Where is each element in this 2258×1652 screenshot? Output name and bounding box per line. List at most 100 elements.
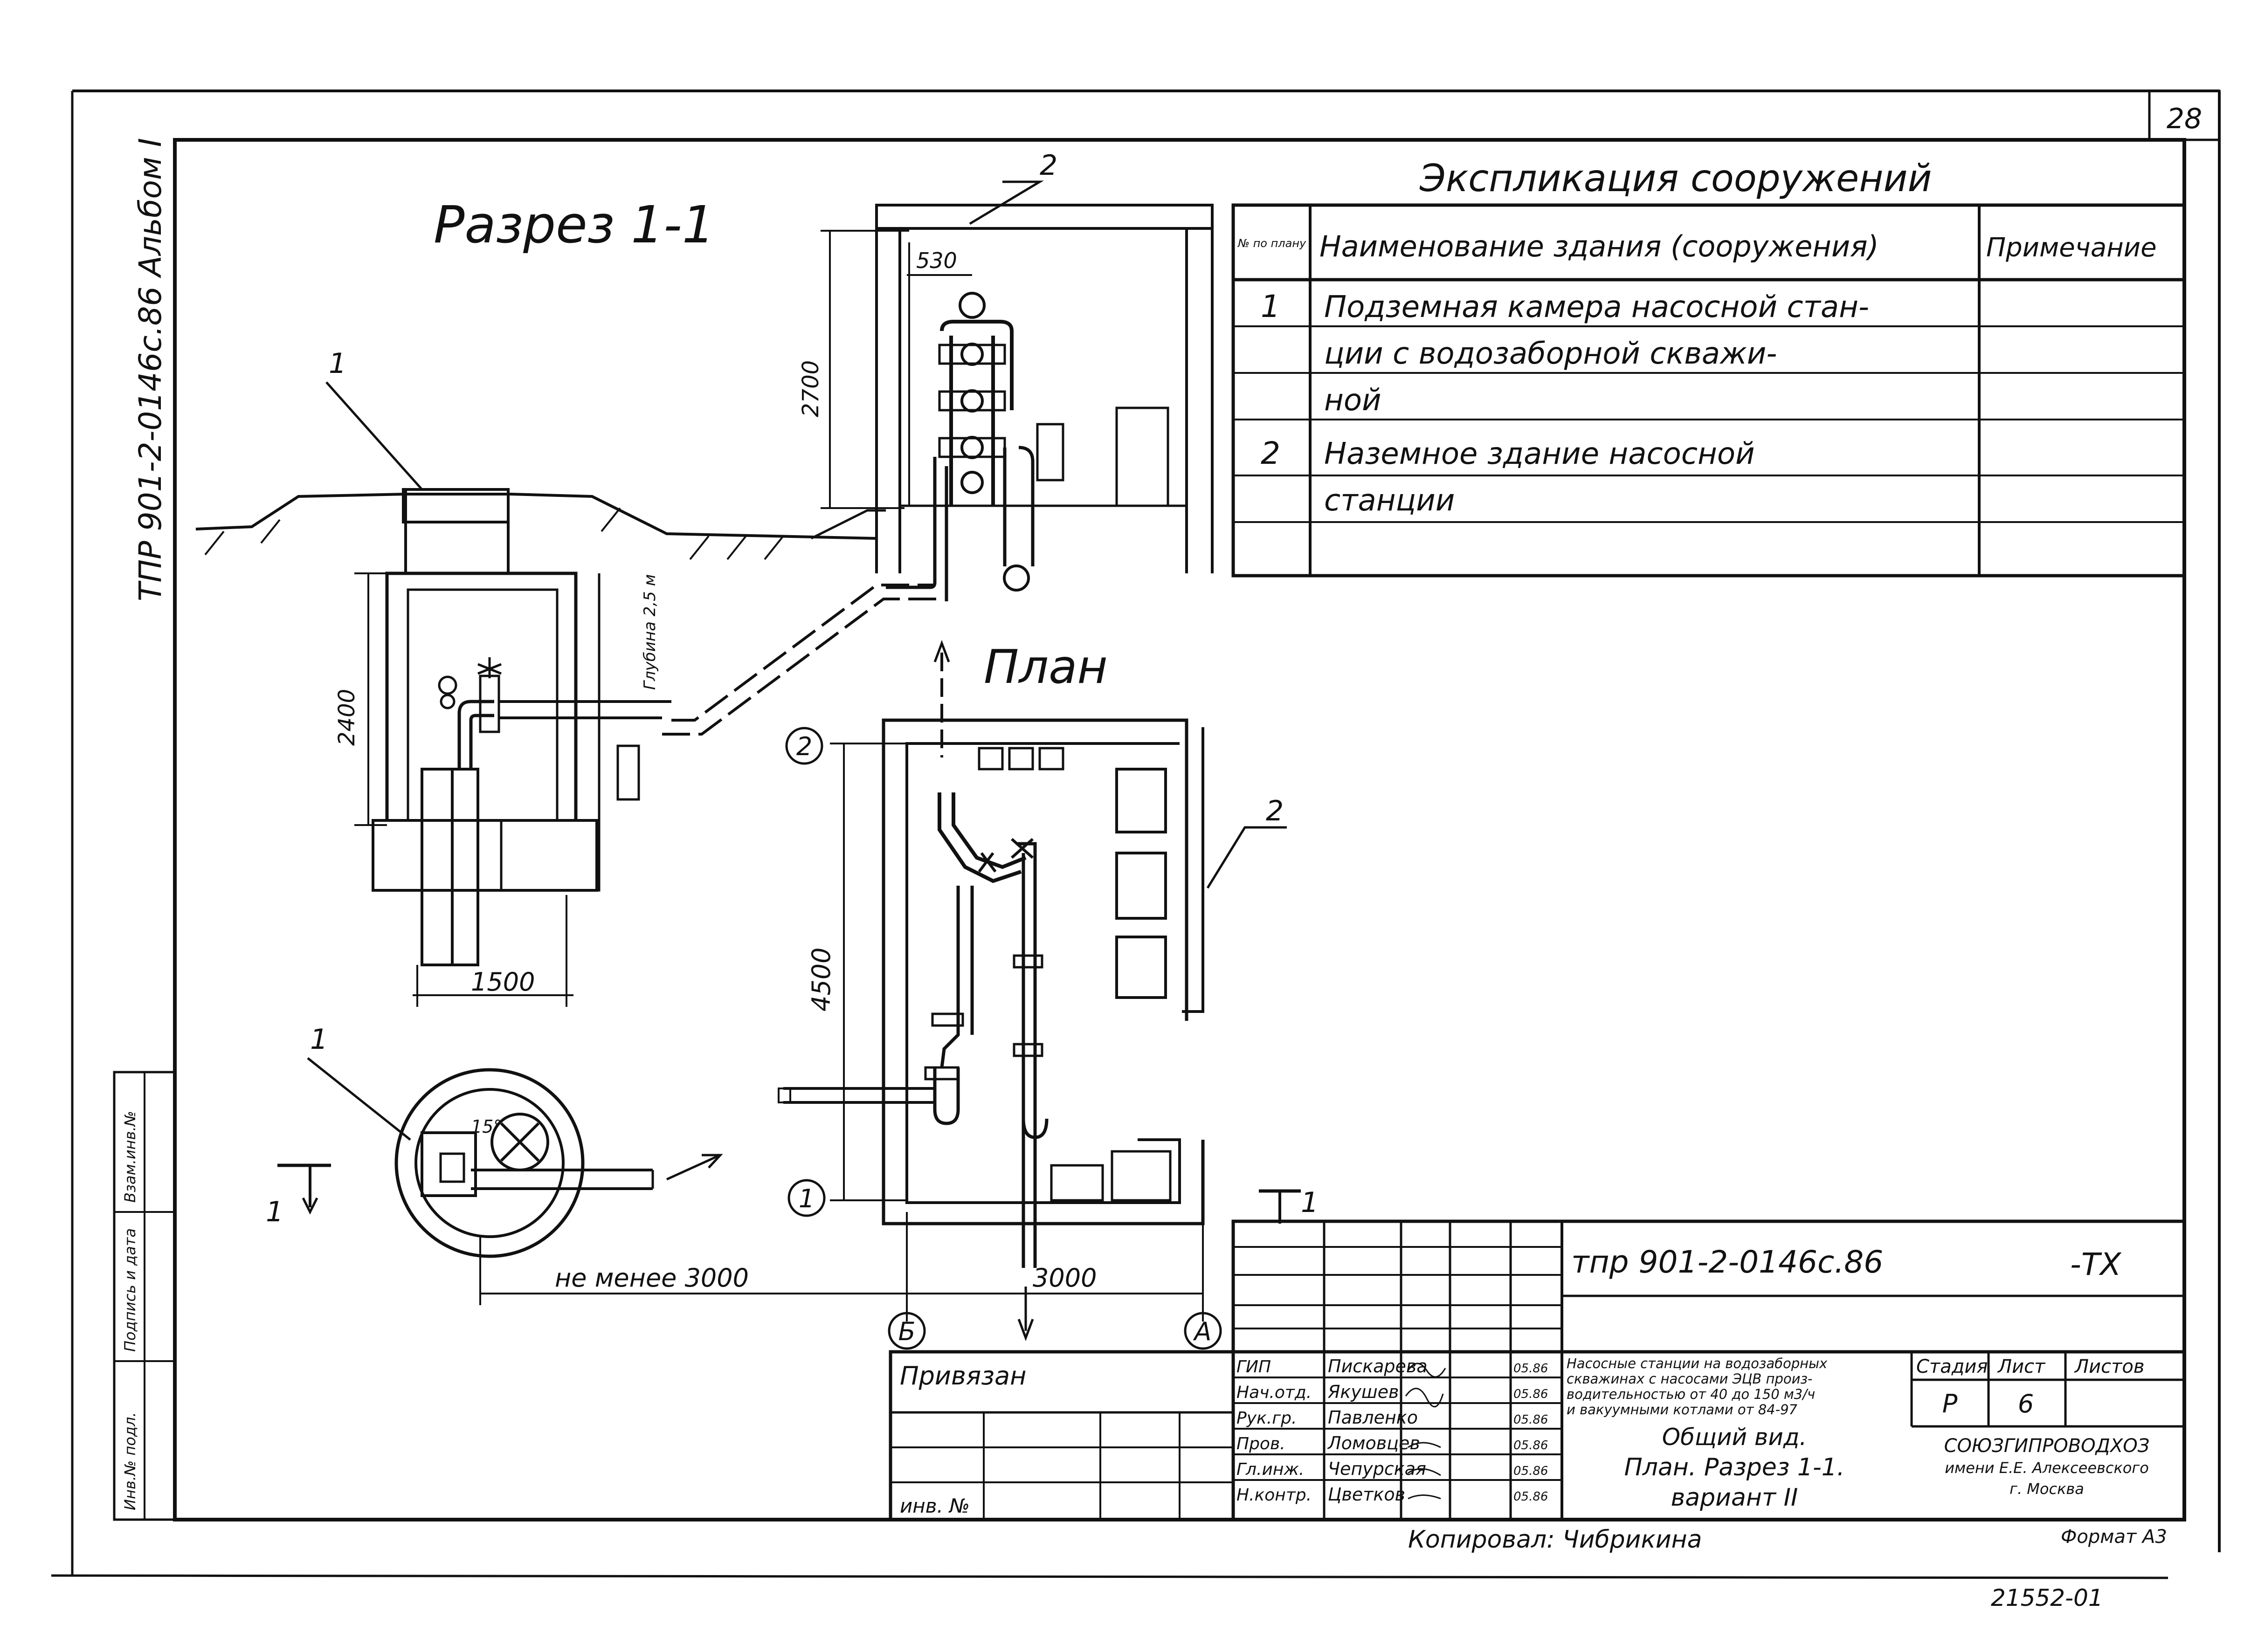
dim-min-3000: не менее 3000 <box>555 1263 749 1293</box>
explication-row-name: ции с водозаборной скважи- <box>1324 337 1777 371</box>
callout-leader-plan-1 <box>307 1057 411 1141</box>
explication-header-num: № по плану <box>1237 237 1306 250</box>
pump-house-section <box>810 204 1214 573</box>
stage-label: Стадия <box>1916 1356 1988 1377</box>
role-name: Чепурская <box>1328 1459 1426 1479</box>
sheet-title-line: План. Разрез 1-1. <box>1624 1453 1845 1481</box>
plan-title: План <box>984 640 1108 694</box>
plan-building <box>882 718 1205 1225</box>
explication-row-num: 1 <box>1261 289 1280 324</box>
project-desc-line: водительностью от 40 до 150 м3/ч <box>1567 1386 1815 1402</box>
dim-2700: 2700 <box>798 360 824 417</box>
explication-row-num: 2 <box>1261 435 1280 471</box>
field-label-signature: Подпись и дата <box>121 1228 139 1352</box>
callout-section-1: 1 <box>329 347 346 380</box>
dim-1500: 1500 <box>471 967 535 997</box>
cut-mark-right: 1 <box>1301 1186 1319 1219</box>
field-label-replaced: Взам.инв.№ <box>121 1111 139 1203</box>
explication-row-name: Наземное здание насосной <box>1324 437 1755 471</box>
role-label: Нач.отд. <box>1236 1383 1312 1402</box>
dim-2400: 2400 <box>334 689 360 746</box>
depth-note: Глубина 2,5 м <box>641 574 659 690</box>
axis-markers <box>785 727 1222 1350</box>
well-plan <box>394 1068 723 1258</box>
callout-leader-section-1 <box>325 381 423 490</box>
sheets-label: Листов <box>2074 1356 2144 1377</box>
role-date: 05.86 <box>1513 1362 1548 1376</box>
sheet-value: 6 <box>2018 1389 2034 1418</box>
explication-row-name: ной <box>1324 383 1381 418</box>
inv-label: инв. № <box>900 1494 970 1517</box>
underground-chamber <box>372 488 640 892</box>
sheet-title-line: вариант II <box>1671 1484 1798 1512</box>
format-label: Формат А3 <box>2061 1526 2167 1548</box>
ground-line <box>195 493 877 560</box>
explication-table <box>1231 203 2186 578</box>
sheet-label: Лист <box>1997 1356 2046 1377</box>
plan-piping <box>778 640 1049 1268</box>
role-date: 05.86 <box>1513 1439 1548 1452</box>
section-dim-lines <box>354 572 573 1007</box>
dim-3000: 3000 <box>1033 1263 1097 1293</box>
pump-assembly-section <box>886 292 1035 601</box>
role-name: Цветков <box>1328 1484 1405 1505</box>
axis-1: 1 <box>799 1184 815 1213</box>
cut-mark-left: 1 <box>266 1196 283 1228</box>
side-stamp: ТПР 901-2-0146с.86 Альбом I <box>132 138 168 601</box>
plan-dim-lines <box>479 743 1204 1322</box>
callout-leader-section-2 <box>969 180 1044 225</box>
dim-4500: 4500 <box>807 948 836 1012</box>
side-field-block <box>113 1071 176 1521</box>
role-name: Якушев <box>1327 1382 1399 1402</box>
role-label: Н.контр. <box>1236 1486 1312 1505</box>
callout-plan-1: 1 <box>310 1023 328 1056</box>
org-city: г. Москва <box>2009 1480 2084 1498</box>
signature-rows: ГИП Пискарева 05.86 Нач.отд. Якушев 05.8… <box>1236 1356 1548 1505</box>
well-casing <box>421 657 671 966</box>
project-desc-line: скважинах с насосами ЭЦВ произ- <box>1567 1371 1812 1387</box>
callout-leader-plan-2 <box>1206 826 1287 889</box>
axis-b: Б <box>898 1317 915 1346</box>
role-name: Павленко <box>1328 1407 1418 1428</box>
role-date: 05.86 <box>1513 1413 1548 1427</box>
explication-row-name: станции <box>1324 483 1455 518</box>
title-block-grid <box>889 1219 2186 1521</box>
copied-by: Копировал: Чибрикина <box>1408 1526 1702 1554</box>
building-dim-lines <box>821 230 972 509</box>
role-label: Гл.инж. <box>1236 1460 1304 1479</box>
inventory-number: 21552-01 <box>1991 1584 2103 1611</box>
role-label: ГИП <box>1236 1357 1271 1377</box>
doc-code: тпр 901-2-0146с.86 <box>1571 1244 1883 1280</box>
project-desc-line: и вакуумными котлами от 84-97 <box>1567 1402 1798 1418</box>
role-date: 05.86 <box>1513 1490 1548 1504</box>
explication-header-note: Примечание <box>1986 233 2157 263</box>
callout-section-2: 2 <box>1040 149 1057 182</box>
dim-530: 530 <box>916 248 957 273</box>
role-label: Пров. <box>1236 1434 1285 1453</box>
stage-value: Р <box>1942 1389 1958 1418</box>
role-date: 05.86 <box>1513 1387 1548 1401</box>
section-title: Разрез 1-1 <box>434 195 715 255</box>
org-name: СОЮЗГИПРОВОДХОЗ <box>1944 1435 2150 1457</box>
org-line: имени Е.Е. Алексеевского <box>1945 1459 2149 1477</box>
sheet-frames <box>51 89 2221 1579</box>
explication-title: Экспликация сооружений <box>1419 157 1932 200</box>
field-label-inventory: Инв.№ подл. <box>121 1412 139 1510</box>
bound-label: Привязан <box>900 1361 1026 1390</box>
page-number: 28 <box>2167 103 2202 135</box>
axis-2: 2 <box>796 732 812 761</box>
role-date: 05.86 <box>1513 1464 1548 1478</box>
doc-suffix: -ТХ <box>2070 1246 2122 1282</box>
explication-header-name: Наименование здания (сооружения) <box>1319 229 1879 263</box>
role-name: Ломовцев <box>1327 1433 1420 1453</box>
role-label: Рук.гр. <box>1236 1409 1297 1428</box>
angle-label: 15° <box>471 1116 502 1137</box>
connecting-pipe <box>662 584 937 736</box>
axis-a: А <box>1193 1317 1212 1346</box>
callout-plan-2: 2 <box>1266 795 1284 827</box>
sheet-title-line: Общий вид. <box>1662 1424 1807 1451</box>
explication-row-name: Подземная камера насосной стан- <box>1324 290 1869 324</box>
section-cut-marks <box>277 1163 1301 1224</box>
project-desc-line: Насосные станции на водозаборных <box>1567 1356 1828 1371</box>
